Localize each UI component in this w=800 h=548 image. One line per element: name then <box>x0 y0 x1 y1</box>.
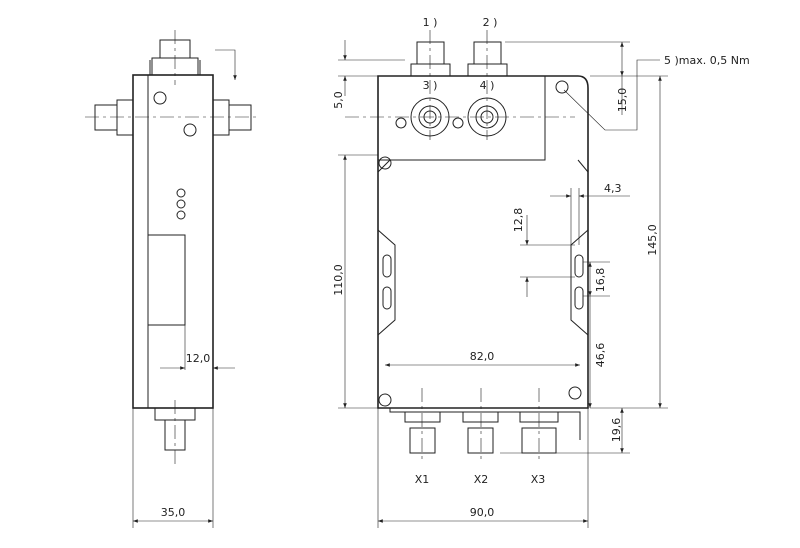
dim-35-0: 35,0 <box>161 506 186 519</box>
connector-x1 <box>404 388 441 460</box>
screw-icon <box>378 393 392 407</box>
led-icon <box>176 199 186 209</box>
dim-16-8: 16,8 <box>594 268 607 293</box>
screw-icon <box>183 123 197 137</box>
dim-82-0: 82,0 <box>470 350 495 363</box>
dim-110-0: 110,0 <box>332 264 345 296</box>
label-connector-3: 3 ) <box>423 79 438 92</box>
dim-46-6: 46,6 <box>594 343 607 368</box>
led-icon <box>176 188 186 198</box>
screw-icon <box>153 91 167 105</box>
dim-15-0: 15,0 <box>616 88 629 113</box>
screw-icon <box>568 386 582 400</box>
front-view: 1 ) 2 ) 3 ) 4 ) 5 )max. 0,5 Nm X1 X2 X3 <box>345 16 750 486</box>
dim-5-0: 5,0 <box>332 91 345 109</box>
dim-12-8: 12,8 <box>512 208 525 233</box>
label-note-5: 5 )max. 0,5 Nm <box>664 54 750 67</box>
dim-12-0: 12,0 <box>186 352 211 365</box>
connector-x3 <box>519 388 559 460</box>
label-x1: X1 <box>415 473 430 486</box>
led-icon <box>176 210 186 220</box>
label-x2: X2 <box>474 473 489 486</box>
dim-90-0: 90,0 <box>470 506 495 519</box>
label-connector-2: 2 ) <box>483 16 498 29</box>
dimensions: 5,0 110,0 15,0 145,0 4,3 12,8 16,8 46,6 … <box>332 40 668 528</box>
dim-4-3: 4,3 <box>604 182 622 195</box>
label-connector-4: 4 ) <box>480 79 495 92</box>
label-connector-1: 1 ) <box>423 16 438 29</box>
screw-icon <box>555 80 569 94</box>
side-view: 12,0 35,0 <box>85 30 260 528</box>
rotation-arrow-icon <box>215 49 237 80</box>
dim-19-6: 19,6 <box>610 418 623 443</box>
dim-145-0: 145,0 <box>646 224 659 256</box>
connector-x2 <box>462 388 499 460</box>
label-x3: X3 <box>531 473 546 486</box>
screw-icon <box>378 156 392 170</box>
